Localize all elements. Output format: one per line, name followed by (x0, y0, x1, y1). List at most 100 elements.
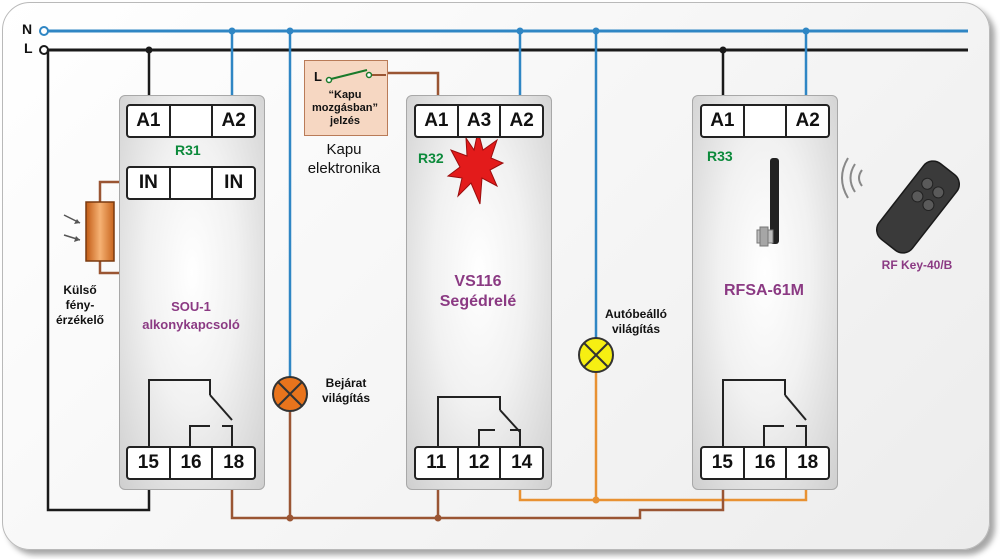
r31-terminal-18: 18 (223, 452, 245, 473)
wire-gate-signal (386, 71, 440, 104)
r33-common (722, 379, 786, 448)
sensor-line2: fény- (65, 298, 95, 312)
r33-terminal-a2: A2 (795, 110, 820, 131)
r31-module-name: SOU-1 alkonykapcsoló (119, 298, 263, 334)
r32-module-name: VS116 Segédrelé (406, 272, 550, 312)
r32-terminal-a2: A2 (509, 110, 534, 131)
l-rail-label: L (24, 40, 33, 56)
junction (286, 514, 294, 522)
r32-name-line1: VS116 (454, 273, 502, 290)
r31-ref-label: R31 (175, 142, 201, 158)
r31-switch-blade (209, 394, 233, 421)
r31-terminal-in-blank (171, 168, 214, 198)
r31-terminal-16: 16 (171, 448, 214, 478)
r32-switch-blade (499, 409, 521, 433)
r33-terminal-a1: A1 (702, 106, 745, 136)
r32-top-terminals: A1 A3 A2 (414, 104, 544, 138)
r32-terminal-a3: A3 (459, 106, 502, 136)
r33-terminal-16: 16 (745, 448, 788, 478)
r31-top-terminals: A1 A2 (126, 104, 256, 138)
r31-no (222, 425, 233, 448)
r33-name-line1: RFSA-61M (723, 282, 804, 299)
junction (145, 46, 153, 54)
gate-caption-line1: Kapu (326, 141, 362, 158)
r31-terminal-15: 15 (128, 448, 171, 478)
r31-name-line2: alkonykapcsoló (142, 317, 240, 332)
gate-electronics-caption: Kapu elektronika (294, 140, 394, 178)
remote-label: RF Key-40/B (881, 258, 953, 272)
r32-terminal-a1: A1 (416, 106, 459, 136)
n-rail-label: N (22, 21, 33, 37)
n-rail-terminal (39, 26, 49, 36)
r33-nc (763, 425, 784, 448)
r33-no (796, 425, 807, 448)
junction (592, 496, 600, 504)
r31-terminal-a2: A2 (221, 110, 246, 131)
gate-signal-line2: mozgásban” (311, 102, 378, 114)
r32-common (437, 396, 501, 448)
entrance-lamp-icon (272, 376, 308, 412)
wire-r33-15 (438, 478, 725, 520)
entrance-lamp-label: Bejárat világítás (306, 376, 386, 406)
junction (516, 27, 524, 35)
gate-caption-line2: elektronika (307, 160, 381, 177)
r31-common (148, 379, 211, 448)
r33-terminal-15: 15 (702, 448, 745, 478)
r33-top-terminals: A1 A2 (700, 104, 830, 138)
driveway-lamp-line2: világítás (611, 322, 661, 336)
r31-bottom-terminals: 15 16 18 (126, 446, 256, 480)
junction (286, 27, 294, 35)
r32-bottom-terminals: 11 12 14 (414, 446, 544, 480)
entrance-lamp-line2: világítás (321, 391, 371, 405)
gate-signal-text: “Kapu mozgásban” jelzés (304, 89, 386, 128)
r33-bottom-terminals: 15 16 18 (700, 446, 830, 480)
switch-contact (365, 71, 373, 79)
r33-terminal-18: 18 (797, 452, 819, 473)
r32-terminal-14: 14 (511, 452, 533, 473)
junction (802, 27, 810, 35)
r33-switch-blade (784, 394, 807, 421)
module-r33 (692, 95, 838, 490)
gate-signal-line3: jelzés (330, 115, 360, 127)
antenna-icon (756, 158, 779, 247)
light-sensor-icon (63, 201, 115, 262)
r31-terminal-blank (171, 106, 214, 136)
module-r31 (119, 95, 265, 490)
r33-ref-label: R33 (707, 148, 733, 164)
r31-terminal-a1: A1 (128, 106, 171, 136)
junction (592, 27, 600, 35)
r32-terminal-12: 12 (459, 448, 502, 478)
switch-blade (330, 69, 368, 80)
wire-brown-bus (230, 478, 440, 520)
signal-burst-icon (446, 130, 505, 205)
r32-ref-label: R32 (418, 150, 444, 166)
r32-name-line2: Segédrelé (439, 293, 517, 310)
entrance-lamp-line1: Bejárat (325, 376, 367, 390)
r33-module-name: RFSA-61M (692, 281, 836, 301)
r31-terminal-in1: IN (128, 168, 171, 198)
junction (719, 46, 727, 54)
sensor-line3: érzékelő (55, 313, 105, 327)
r31-nc (189, 425, 210, 448)
gate-signal-line1: “Kapu (328, 89, 362, 101)
r31-input-terminals: IN IN (126, 166, 256, 200)
driveway-lamp-line1: Autóbeálló (605, 307, 667, 321)
remote-key-icon (841, 157, 961, 254)
r32-nc (478, 429, 495, 448)
sensor-label: Külső fény- érzékelő (40, 283, 120, 328)
driveway-lamp-icon (578, 337, 614, 373)
r31-name-line1: SOU-1 (171, 299, 211, 314)
switch-contact (325, 76, 333, 84)
wire-l-to-r31-15 (46, 50, 151, 512)
r32-terminal-11: 11 (416, 448, 459, 478)
r33-terminal-blank (745, 106, 788, 136)
sensor-line1: Külső (63, 283, 97, 297)
gate-signal-box (304, 60, 388, 136)
r32-no (510, 429, 521, 448)
gate-switch-label: L (314, 69, 322, 84)
driveway-lamp-label: Autóbeálló világítás (596, 307, 676, 337)
junction (228, 27, 236, 35)
